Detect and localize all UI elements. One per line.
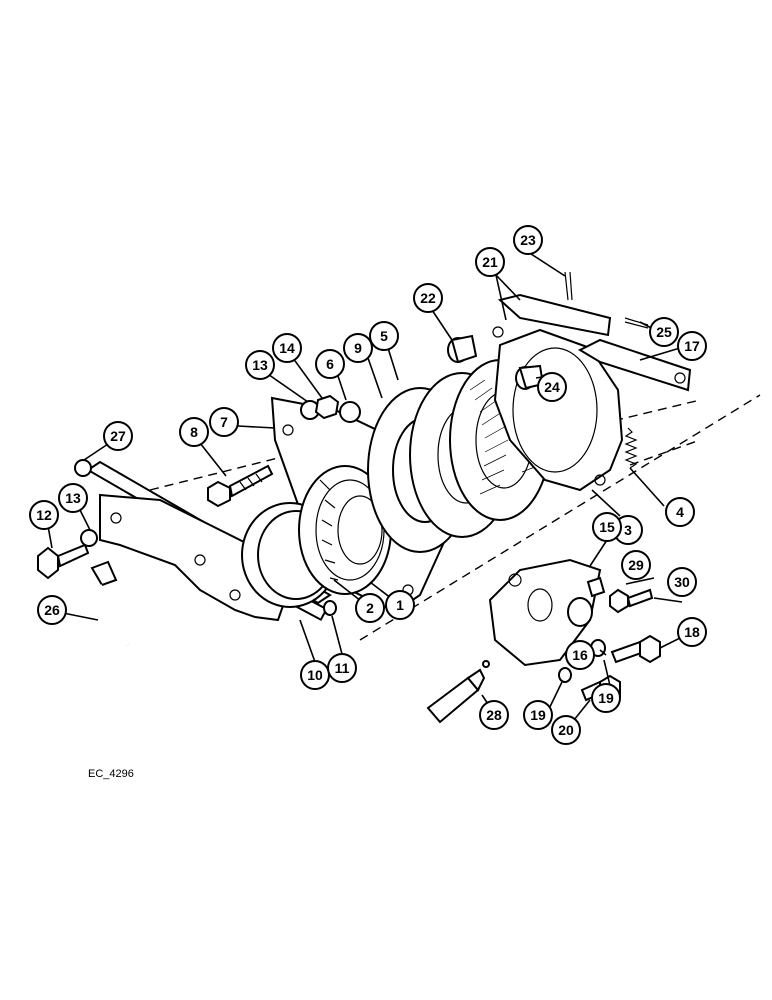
callout-19-left: 19 — [523, 700, 553, 730]
callout-28: 28 — [479, 700, 509, 730]
callout-4: 4 — [665, 497, 695, 527]
svg-text:17: 17 — [684, 338, 700, 354]
svg-text:5: 5 — [380, 328, 388, 344]
spring-4-part — [624, 427, 638, 469]
callout-7: 7 — [209, 407, 239, 437]
svg-text:9: 9 — [354, 340, 362, 356]
svg-text:29: 29 — [628, 557, 644, 573]
svg-text:18: 18 — [684, 624, 700, 640]
callout-20: 20 — [551, 715, 581, 745]
svg-text:11: 11 — [335, 660, 350, 676]
svg-text:4: 4 — [676, 504, 684, 520]
callout-8: 8 — [179, 417, 209, 447]
svg-text:28: 28 — [486, 707, 502, 723]
callout-16: 16 — [565, 640, 595, 670]
svg-text:19: 19 — [598, 690, 614, 706]
callout-26: 26 — [37, 595, 67, 625]
callout-25: 25 — [649, 317, 679, 347]
svg-text:15: 15 — [599, 519, 615, 535]
bolt-8-part — [207, 464, 274, 508]
svg-text:21: 21 — [482, 254, 498, 270]
callout-10: 10 — [300, 660, 330, 690]
svg-text:7: 7 — [220, 414, 228, 430]
callout-9: 9 — [343, 333, 373, 363]
svg-text:1: 1 — [396, 597, 404, 613]
svg-text:16: 16 — [572, 647, 588, 663]
svg-text:24: 24 — [544, 379, 560, 395]
callout-30: 30 — [667, 567, 697, 597]
svg-text:12: 12 — [36, 507, 52, 523]
svg-text:22: 22 — [420, 290, 436, 306]
callout-21: 21 — [475, 247, 505, 277]
cover-15-part — [488, 558, 602, 667]
callout-11: 11 — [327, 653, 357, 683]
callout-15: 15 — [592, 512, 622, 542]
callout-29: 29 — [621, 550, 651, 580]
callout-13-upper: 13 — [245, 350, 275, 380]
callout-1: 1 — [385, 590, 415, 620]
callout-19-right: 19 — [591, 683, 621, 713]
svg-text:2: 2 — [366, 600, 374, 616]
callout-24: 24 — [537, 372, 567, 402]
svg-text:20: 20 — [558, 722, 574, 738]
callout-12: 12 — [29, 500, 59, 530]
svg-text:25: 25 — [656, 324, 672, 340]
figure-reference-code: EC_4296 — [88, 768, 134, 780]
svg-text:27: 27 — [110, 428, 126, 444]
svg-text:30: 30 — [674, 574, 690, 590]
pin-22-part — [447, 334, 478, 364]
svg-text:13: 13 — [252, 357, 268, 373]
bushing-bolt-29-30-part — [586, 576, 654, 614]
svg-text:6: 6 — [326, 356, 334, 372]
svg-text:10: 10 — [307, 667, 323, 683]
callout-17: 17 — [677, 331, 707, 361]
washer-nut-spacer-part — [300, 394, 361, 423]
svg-text:19: 19 — [530, 707, 546, 723]
svg-text:23: 23 — [520, 232, 536, 248]
callout-13-lower: 13 — [58, 483, 88, 513]
pipe-26-part — [90, 560, 129, 647]
callout-5: 5 — [369, 321, 399, 351]
o-ring-11-part — [323, 600, 337, 616]
callout-18: 18 — [677, 617, 707, 647]
bolt-12-part — [37, 529, 98, 580]
callout-22: 22 — [413, 283, 443, 313]
pin-24-part — [515, 364, 545, 390]
svg-text:26: 26 — [44, 602, 60, 618]
svg-text:14: 14 — [279, 340, 295, 356]
sealant-tube-28-part — [426, 660, 490, 724]
callout-2: 2 — [355, 593, 385, 623]
callout-6: 6 — [315, 349, 345, 379]
svg-text:3: 3 — [624, 522, 632, 538]
callout-14: 14 — [272, 333, 302, 363]
svg-text:13: 13 — [65, 490, 81, 506]
callout-27: 27 — [103, 421, 133, 451]
callout-23: 23 — [513, 225, 543, 255]
svg-text:8: 8 — [190, 424, 198, 440]
